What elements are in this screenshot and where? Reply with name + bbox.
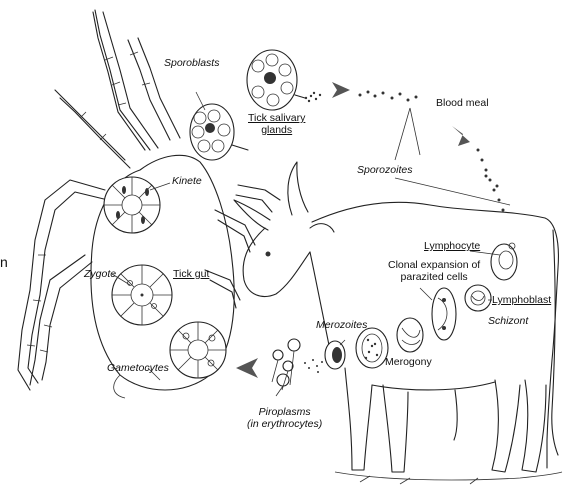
label-merozoites: Merozoites — [316, 319, 367, 331]
label-clonal-expansion: Clonal expansion of parazited cells — [388, 259, 480, 283]
arrow-down-right-icon — [452, 126, 470, 146]
label-sporozoites: Sporozoites — [357, 164, 412, 176]
kinete-gut-section — [104, 177, 160, 233]
label-piroplasms-line1: Piroplasms — [247, 406, 322, 418]
merogony-cell — [356, 328, 388, 368]
label-tick-salivary-glands: Tick salivary glands — [248, 112, 305, 136]
label-clonal-expansion-line2: parazited cells — [388, 271, 480, 283]
label-clonal-expansion-line1: Clonal expansion of — [388, 259, 480, 271]
tick-salivary-gland-cluster — [190, 104, 248, 160]
salivary-gland-detail — [247, 50, 321, 110]
label-tick-gut: Tick gut — [173, 268, 209, 280]
zygote-gut-section — [112, 265, 172, 325]
label-lymphocyte: Lymphocyte — [424, 240, 480, 252]
label-kinete: Kinete — [172, 175, 202, 187]
label-piroplasms: Piroplasms (in erythrocytes) — [247, 406, 322, 430]
arrow-left-icon — [236, 358, 258, 378]
lymphocyte-cell — [491, 243, 517, 280]
label-piroplasms-line2: (in erythrocytes) — [247, 418, 322, 430]
label-blood-meal: Blood meal — [436, 97, 489, 109]
label-tick-salivary-glands-line2: glands — [248, 124, 305, 136]
gametocytes-gut-section — [170, 322, 226, 378]
edge-text-fragment: n — [0, 254, 8, 270]
arrow-right-icon — [332, 82, 350, 98]
tick-drawing — [18, 10, 280, 398]
label-tick-salivary-glands-line1: Tick salivary — [248, 112, 305, 124]
label-gametocytes: Gametocytes — [107, 362, 169, 374]
label-sporoblasts: Sporoblasts — [164, 57, 219, 69]
label-schizont: Schizont — [488, 315, 528, 327]
label-merogony: Merogony — [385, 356, 432, 368]
label-zygote: Zygote — [84, 268, 116, 280]
clonal-expansion-cells — [397, 288, 456, 352]
piroplasm-erythrocytes — [272, 339, 300, 396]
lymphoblast-cell — [465, 285, 491, 311]
label-lymphoblast: Lymphoblast — [492, 294, 551, 306]
merozoites-release — [304, 341, 345, 373]
